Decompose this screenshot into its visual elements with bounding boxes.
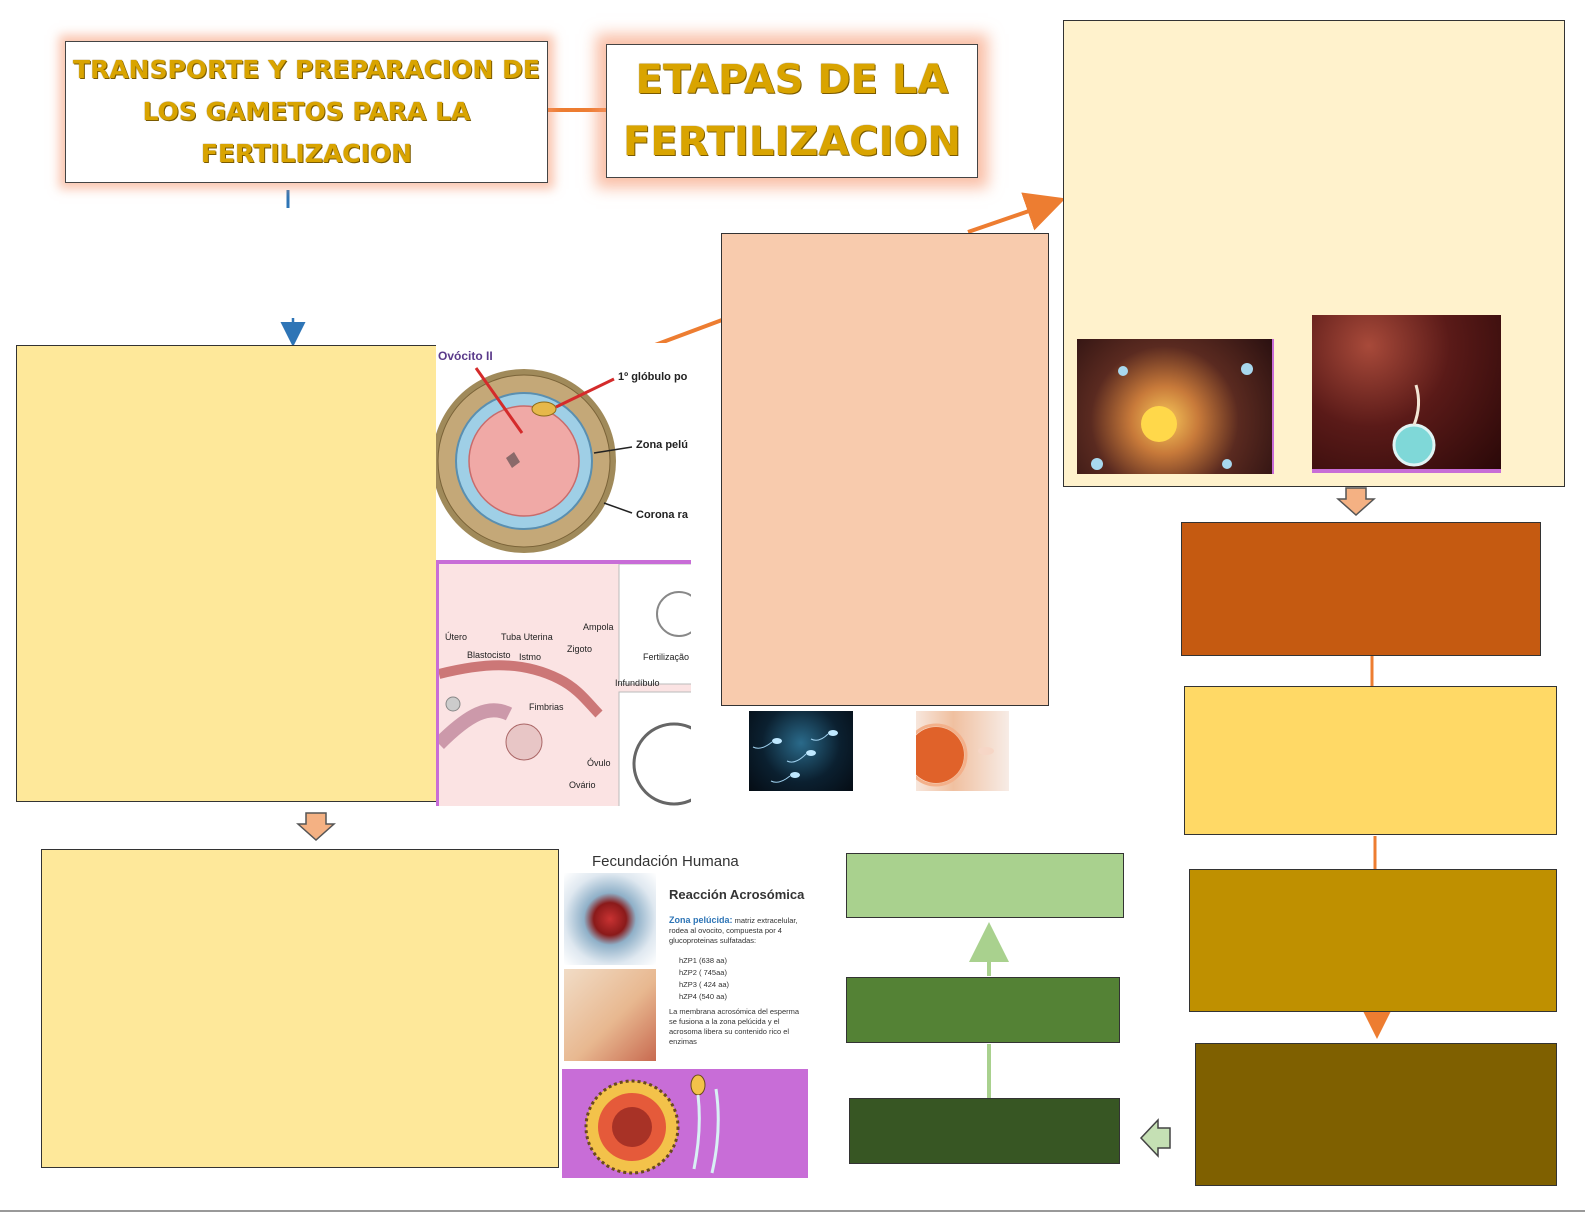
box-gold xyxy=(1184,686,1557,835)
label-ovario: Ovário xyxy=(569,780,596,790)
oocyte-cytoplasm xyxy=(468,405,580,517)
fecundacion-image-2 xyxy=(564,969,656,1061)
label-blastocisto: Blastocisto xyxy=(467,650,511,660)
title-transport: TRANSPORTE Y PREPARACION DE LOS GAMETOS … xyxy=(65,41,548,183)
sperm-photo-dark xyxy=(749,711,853,791)
egg-with-sperm-1 xyxy=(1091,363,1253,470)
polar-body xyxy=(531,401,557,417)
uterine-tube-illustration xyxy=(439,564,691,806)
label-utero: Útero xyxy=(445,632,468,642)
label-zigoto: Zigoto xyxy=(567,644,593,654)
egg-sperm-photo xyxy=(916,711,1009,791)
label-tuba: Tuba Uterina xyxy=(501,632,553,642)
label-fertilizacao: Fertilização xyxy=(643,652,690,662)
box-dark-gold xyxy=(1189,869,1557,1012)
block-arrow-down-right xyxy=(1336,487,1376,517)
zona-term: Zona pelúcida: xyxy=(669,915,733,925)
block-arrow-left-green xyxy=(1139,1118,1171,1158)
panel-left-yellow xyxy=(16,345,437,802)
box-light-green xyxy=(846,853,1124,918)
label-fimbrias: Fimbrias xyxy=(529,702,564,712)
label-corona: Corona ra xyxy=(636,509,688,521)
orange-diagonal-1 xyxy=(654,318,723,347)
sperm-egg-photo-1 xyxy=(1077,339,1274,474)
fecundacion-image-1 xyxy=(564,873,656,965)
reaccion-heading: Reacción Acrosómica xyxy=(669,887,805,902)
label-ovocito: Ovócito II xyxy=(438,349,493,363)
oocyte-figure: Ovócito II 1º glóbulo po Zona pelú Coron… xyxy=(436,343,691,560)
protein-item: hZP2 ( 745aa) xyxy=(679,968,727,977)
zona-desc: matriz extracelular, rodea al ovocito, c… xyxy=(669,916,798,945)
egg-sperm-diagram xyxy=(584,1074,720,1175)
fecundacion-figure: Fecundación Humana Reacción Acrosómica Z… xyxy=(562,853,808,1178)
box-mid-green xyxy=(846,977,1120,1043)
uterine-tube-figure: Útero Tuba Uterina Ampola Blastocisto Is… xyxy=(436,560,691,806)
fecundacion-heading: Fecundación Humana xyxy=(592,853,739,870)
protein-list: hZP1 (638 aa) hZP2 ( 745aa) hZP3 ( 424 a… xyxy=(669,955,803,1003)
panel-peach xyxy=(721,233,1049,706)
chromosomes xyxy=(506,452,520,468)
label-ovulo: Óvulo xyxy=(587,758,611,768)
fecundacion-image-3 xyxy=(562,1069,808,1178)
label-zona: Zona pelú xyxy=(636,439,688,451)
zona-description: Zona pelúcida: matriz extracelular, rode… xyxy=(669,915,803,946)
membrane-description: La membrana acrosómica del esperma se fu… xyxy=(669,1007,800,1046)
oocyte-illustration xyxy=(436,367,633,553)
egg-with-sperm-2 xyxy=(1392,384,1436,467)
box-dark-green xyxy=(849,1098,1120,1164)
sperm-cells-dark xyxy=(752,730,838,783)
label-istmo: Istmo xyxy=(519,652,542,662)
block-arrow-down-left xyxy=(296,812,336,842)
box-olive-brown xyxy=(1195,1043,1557,1186)
title-stages: ETAPAS DE LA FERTILIZACION xyxy=(606,44,978,178)
protein-item: hZP3 ( 424 aa) xyxy=(679,980,730,989)
protein-item: hZP1 (638 aa) xyxy=(679,956,727,965)
egg-closeup xyxy=(916,723,994,787)
orange-diagonal-2 xyxy=(967,192,1066,234)
label-infundibulo: Infundíbulo xyxy=(615,678,660,688)
label-ampola: Ampola xyxy=(583,622,614,632)
protein-item: hZP4 (540 aa) xyxy=(679,992,727,1001)
sperm-egg-photo-2 xyxy=(1312,315,1501,473)
label-polar-body: 1º glóbulo po xyxy=(618,371,688,383)
box-dark-orange xyxy=(1181,522,1541,656)
panel-bottom-yellow xyxy=(41,849,559,1168)
